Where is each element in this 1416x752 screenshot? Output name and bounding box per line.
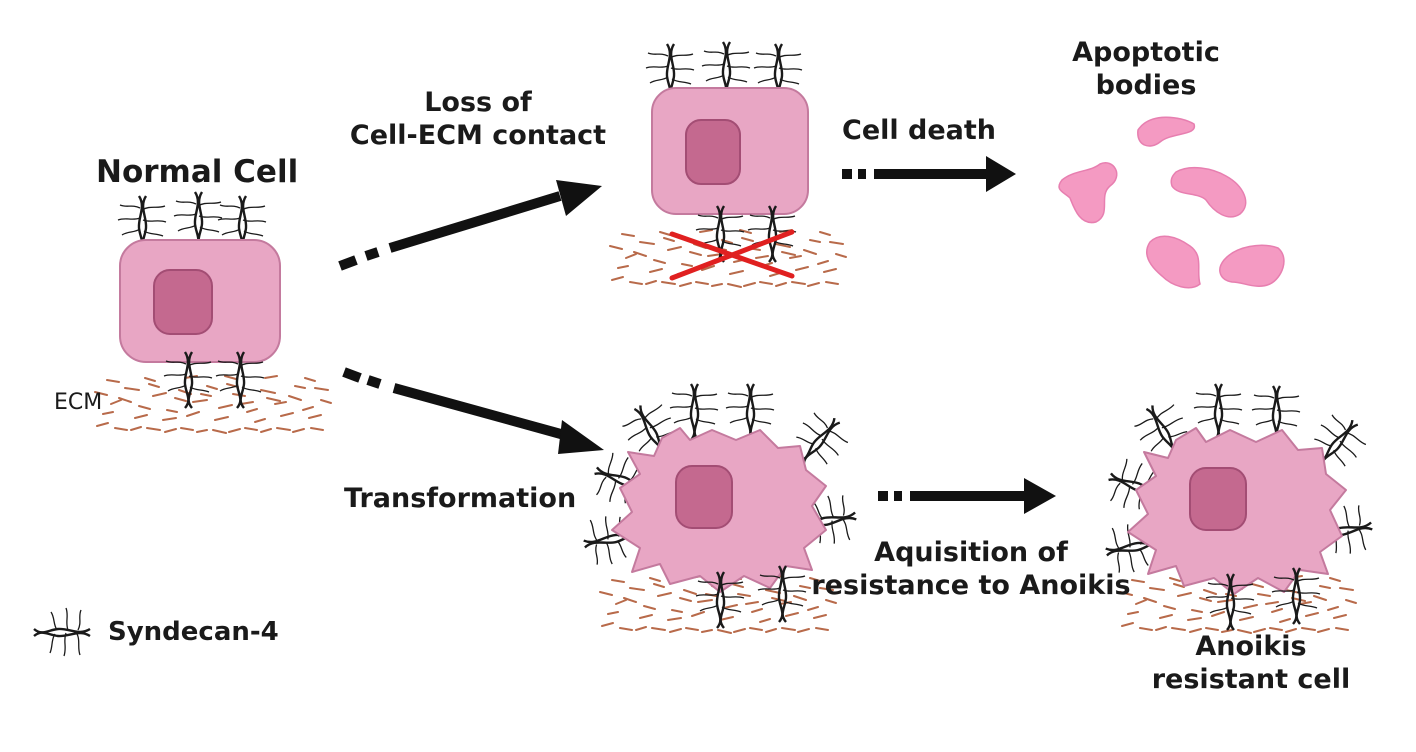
apoptotic-label-line2: bodies (1095, 70, 1197, 101)
normal-cell (94, 190, 332, 434)
detached-cell (609, 40, 847, 288)
transformed-cell (579, 382, 861, 634)
acquisition-label-line1: Aquisition of (874, 537, 1068, 568)
syndecan-4-icon (32, 606, 92, 658)
apoptotic-bodies-label: Apoptotic bodies (1056, 36, 1236, 102)
loss-label-line1: Loss of (424, 87, 532, 118)
resistant-label-line1: Anoikis (1195, 631, 1307, 662)
cell-death-label: Cell death (842, 115, 997, 146)
anoikis-resistant-cell (1100, 382, 1377, 634)
transformation-label: Transformation (344, 483, 577, 514)
acquisition-label-line2: resistance to Anoikis (811, 570, 1131, 601)
loss-label-line2: Cell-ECM contact (349, 120, 607, 151)
apoptotic-label-line1: Apoptotic (1072, 37, 1220, 68)
dashed-arrow-icon (842, 156, 1016, 192)
ecm-label: ECM (54, 390, 103, 415)
loss-of-contact-label: Loss of Cell-ECM contact (340, 86, 616, 152)
anoikis-resistant-label: Anoikis resistant cell (1136, 630, 1366, 696)
acquisition-label: Aquisition of resistance to Anoikis (806, 536, 1136, 602)
legend-syndecan-label: Syndecan-4 (108, 617, 279, 647)
dashed-arrow-icon (342, 367, 604, 454)
normal-cell-label: Normal Cell (96, 154, 299, 190)
dashed-arrow-icon (338, 180, 602, 271)
dashed-arrow-icon (878, 478, 1056, 514)
resistant-label-line2: resistant cell (1151, 664, 1351, 695)
red-cross-icon (669, 229, 795, 281)
apoptotic-bodies (1058, 116, 1285, 289)
